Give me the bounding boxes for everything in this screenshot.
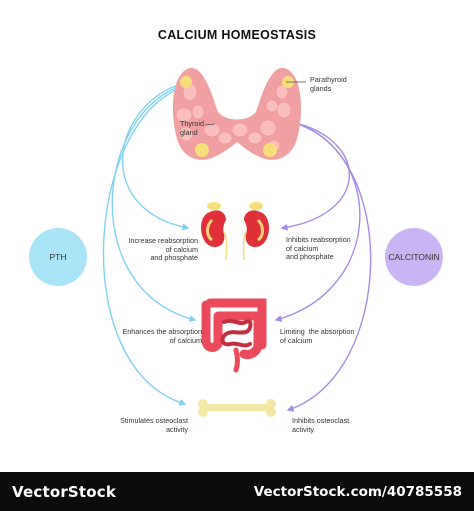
brand-logo-text: VectorStock	[12, 483, 117, 501]
parathyroid-label: Parathyroid glands	[310, 75, 347, 93]
pth-circle	[29, 228, 87, 286]
pth-effect-kidney: Increase reabsorption of calcium and pho…	[128, 236, 198, 263]
calcitonin-label: CALCITONIN	[388, 252, 440, 262]
intestine-illustration	[201, 298, 267, 373]
diagram-title: CALCIUM HOMEOSTASIS	[157, 28, 317, 42]
kidneys-illustration	[201, 202, 269, 261]
pth-label: PTH	[49, 252, 67, 262]
pth-arrow-kidney	[122, 84, 190, 231]
thyroid-label: Thyroid gland	[180, 119, 204, 137]
pth-effect-bone: Stimulates osteoclast activity	[120, 416, 188, 434]
diagram-illustration	[29, 67, 443, 417]
calcitonin-effect-bone: Inhibits osteoclast activity	[292, 416, 350, 434]
bone-illustration	[198, 399, 276, 417]
calcitonin-arrow-bone	[286, 121, 372, 412]
pth-arrow-intestine	[111, 86, 197, 322]
footer-bar: VectorStock VectorStock.com/40785558	[0, 472, 474, 511]
thyroid-gland-illustration	[172, 67, 306, 160]
pth-effect-intestine: Enhances the absorption of calcium	[122, 327, 202, 345]
calcitonin-effect-intestine: Limiting the absorption of calcium	[280, 327, 355, 345]
pth-arrow-bone	[102, 88, 187, 406]
calcitonin-effect-kidney: Inhibits reabsorption of calcium and pho…	[286, 235, 351, 262]
calcitonin-arrows	[274, 121, 372, 412]
image-id-url: VectorStock.com/40785558	[253, 484, 462, 500]
calcitonin-arrow-kidney	[280, 121, 350, 231]
pth-arrows	[102, 84, 197, 406]
calcitonin-circle	[385, 228, 443, 286]
